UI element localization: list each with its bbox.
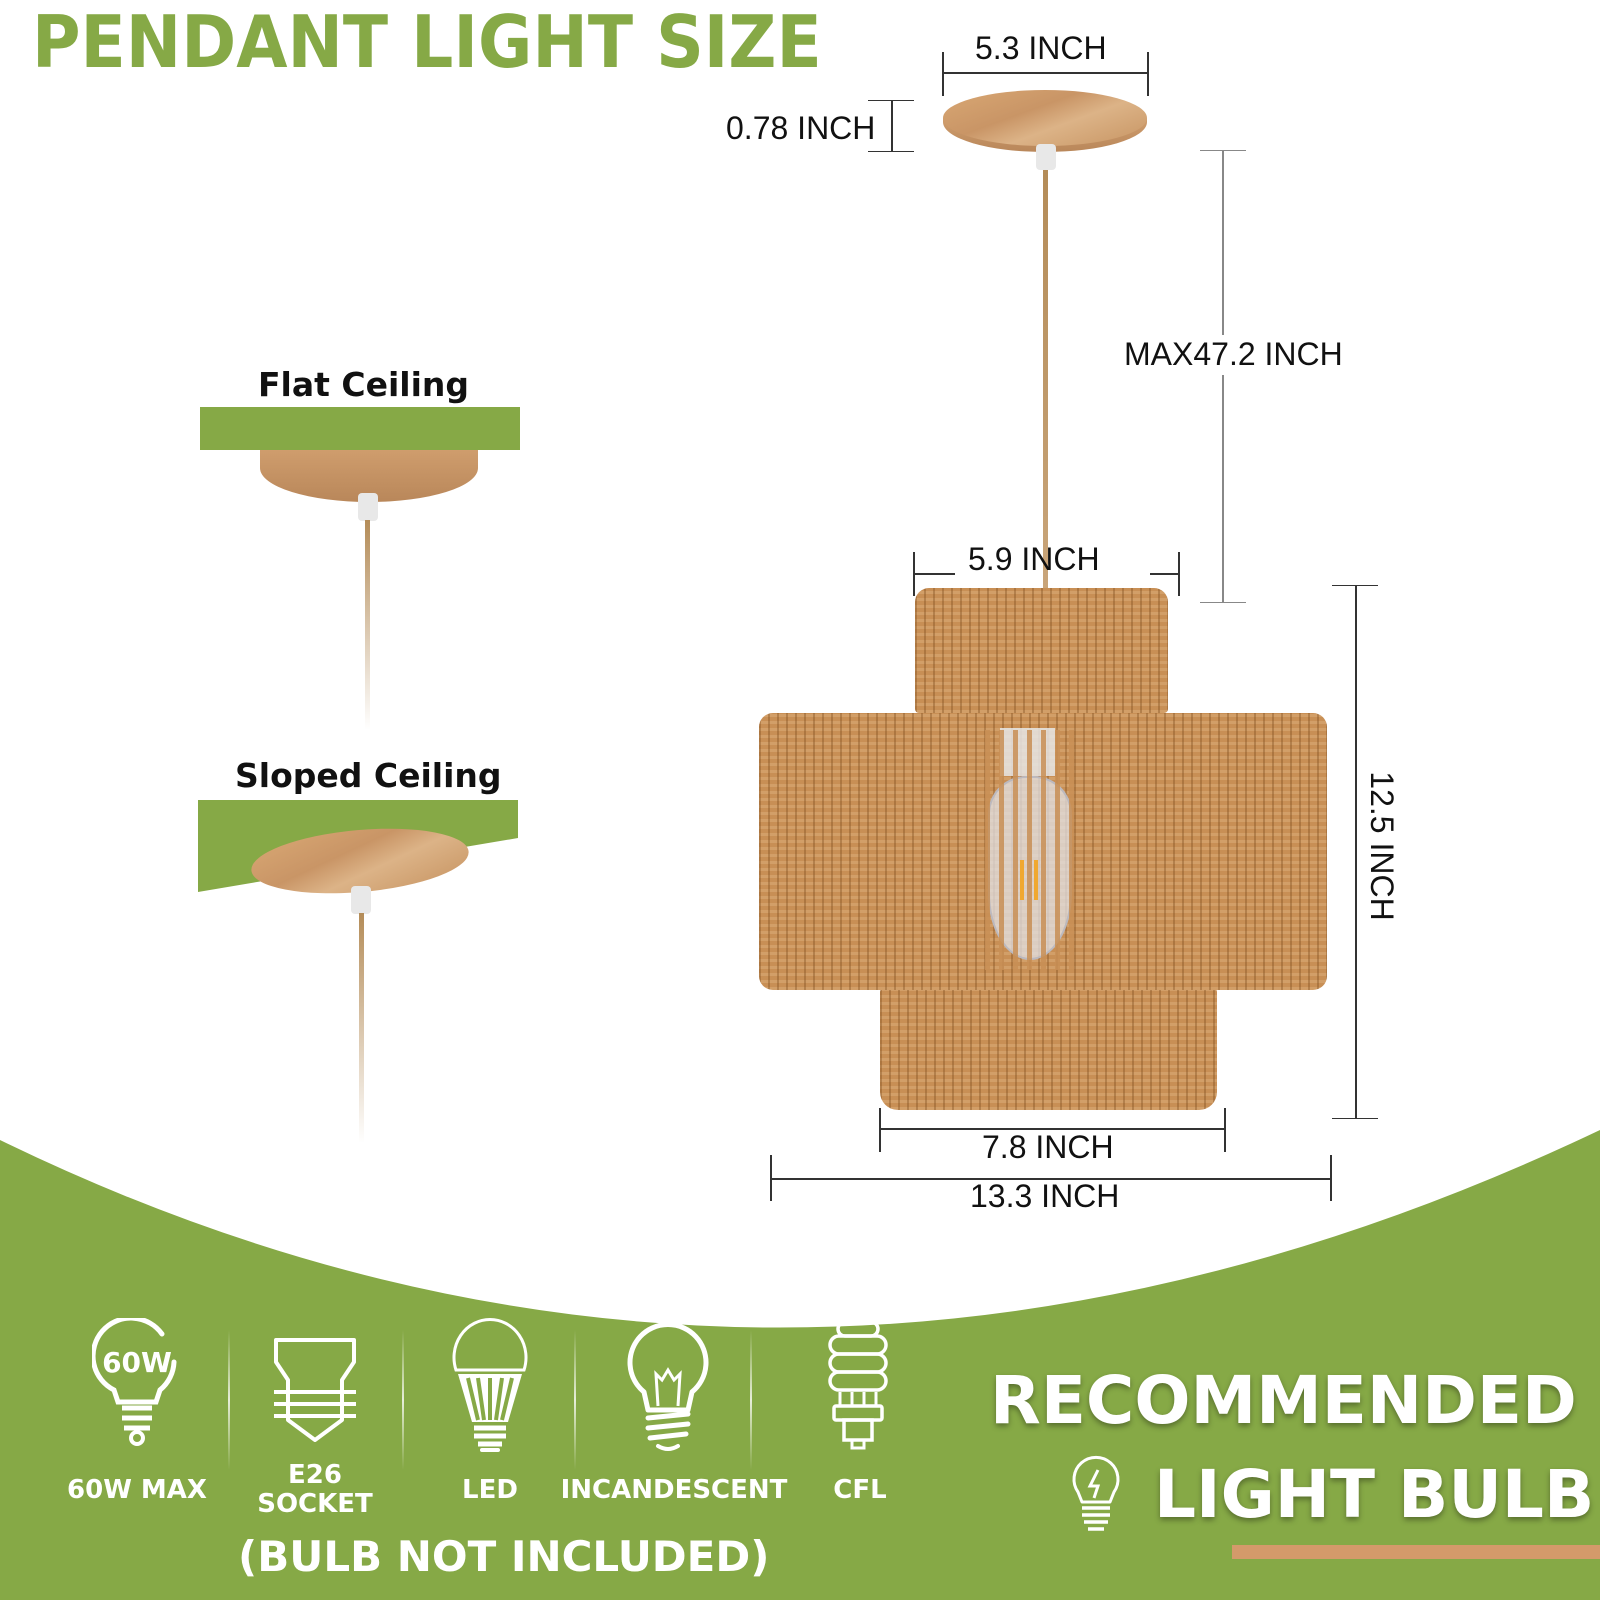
canopy-width-tick-right xyxy=(1147,52,1149,96)
shade-top-tier xyxy=(915,588,1168,713)
svg-text:60W: 60W xyxy=(102,1346,172,1379)
canopy-width-line xyxy=(942,72,1148,74)
flat-ceiling-label: Flat Ceiling xyxy=(258,365,470,404)
main-cord xyxy=(1043,170,1048,590)
shade-top-line-left xyxy=(913,573,955,575)
shade-height-label: 12.5 INCH xyxy=(1364,771,1400,921)
cfl-bulb-icon xyxy=(828,1320,888,1450)
recommended-heading: RECOMMENDED xyxy=(990,1362,1577,1439)
lightning-bulb-icon xyxy=(1072,1455,1120,1531)
canopy-width-tick-left xyxy=(942,52,944,96)
e26-label: E26 xyxy=(288,1460,342,1490)
flat-cord xyxy=(365,520,370,730)
shade-max-width-label: 13.3 INCH xyxy=(970,1178,1120,1214)
incandescent-bulb-icon xyxy=(627,1322,709,1451)
flat-ceiling-bar xyxy=(200,407,520,450)
shade-bottom-width-label: 7.8 INCH xyxy=(982,1129,1114,1165)
page-title: PENDANT LIGHT SIZE xyxy=(32,0,822,84)
shade-height-tick-bottom xyxy=(1332,1118,1378,1119)
main-canopy xyxy=(943,90,1147,146)
shade-top-line-right xyxy=(1150,573,1180,575)
bulb-not-included-note: (BULB NOT INCLUDED) xyxy=(238,1532,770,1581)
60w-max-label: 60W MAX xyxy=(67,1475,207,1505)
cord-length-tick-top xyxy=(1200,150,1246,151)
socket-label: SOCKET xyxy=(257,1489,373,1519)
canopy-height-line xyxy=(891,100,893,152)
shade-height-line xyxy=(1355,585,1357,1118)
separator xyxy=(574,1330,576,1470)
separator xyxy=(750,1330,752,1470)
cord-length-tick-bottom xyxy=(1200,602,1246,603)
shade-bottom-tick-left xyxy=(879,1108,881,1152)
sloped-ceiling-label: Sloped Ceiling xyxy=(235,756,502,795)
cord-length-label: MAX47.2 INCH xyxy=(1124,336,1343,372)
shade-bottom-tick-right xyxy=(1224,1108,1226,1152)
bulb-60w-icon: 60W xyxy=(92,1318,177,1446)
separator xyxy=(402,1330,404,1470)
shade-bottom-tier xyxy=(880,988,1217,1110)
main-canopy-connector xyxy=(1036,144,1056,170)
sloped-canopy-connector xyxy=(351,886,371,914)
shade-height-tick-top xyxy=(1332,585,1378,586)
shade-strands-overlay xyxy=(985,730,1075,970)
led-bulb-icon xyxy=(452,1318,528,1452)
cord-length-line xyxy=(1222,150,1224,602)
shade-top-width-label: 5.9 INCH xyxy=(968,541,1100,577)
cord-length-label-bg xyxy=(1118,335,1378,375)
canopy-height-label: 0.78 INCH xyxy=(726,110,876,146)
incandescent-label: INCANDESCENT xyxy=(560,1475,788,1505)
canopy-width-label: 5.3 INCH xyxy=(975,30,1107,66)
separator xyxy=(228,1330,230,1470)
shade-max-line xyxy=(770,1178,1332,1180)
e26-socket-icon xyxy=(274,1338,356,1442)
shade-bottom-line xyxy=(879,1128,1225,1130)
cfl-label: CFL xyxy=(833,1475,887,1505)
sloped-cord xyxy=(359,913,364,1143)
light-bulb-heading: LIGHT BULB xyxy=(1154,1456,1595,1533)
led-label: LED xyxy=(462,1475,518,1505)
flat-canopy-connector xyxy=(358,493,378,521)
